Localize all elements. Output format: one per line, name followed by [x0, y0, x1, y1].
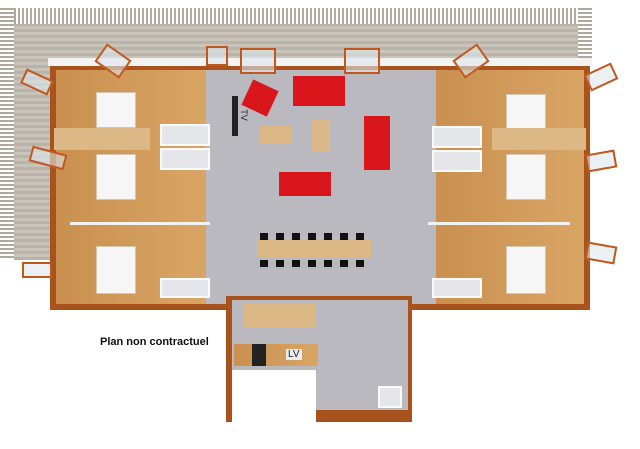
stove	[252, 344, 266, 366]
terrace-railing-top	[0, 8, 592, 24]
shower	[378, 386, 402, 408]
kitchen-counter	[234, 344, 318, 366]
bed-left-top	[96, 92, 136, 128]
lower-wing-bottom	[318, 410, 406, 420]
wardrobe-right	[492, 128, 586, 150]
bathtub-right-3	[432, 278, 482, 298]
bed-right-bottom	[506, 246, 546, 294]
coffee-table-right	[312, 120, 330, 152]
sofa-bottom	[279, 172, 331, 196]
bed-right-middle	[506, 154, 546, 200]
sofa-right	[364, 116, 390, 170]
disclaimer-text: Plan non contractuel	[100, 336, 209, 348]
dishwasher-label: LV	[286, 349, 302, 360]
window-right-2	[584, 149, 618, 173]
window-top-1	[240, 48, 276, 74]
bed-left-middle	[96, 154, 136, 200]
tv-unit	[232, 96, 238, 136]
bathtub-left-1	[160, 124, 210, 146]
window-top-3	[206, 46, 228, 66]
window-left-3	[22, 262, 52, 278]
terrace-railing-right	[578, 8, 592, 68]
exterior-wall-top	[48, 58, 592, 66]
bathtub-right-1	[432, 126, 482, 148]
wardrobe-left	[54, 128, 150, 150]
partition-left	[70, 222, 210, 225]
kitchen-island	[244, 304, 316, 328]
bathtub-left-2	[160, 148, 210, 170]
tv-label: TV	[238, 109, 249, 121]
bathtub-right-2	[432, 150, 482, 172]
sofa-top	[293, 76, 345, 106]
lower-wing-blank	[232, 370, 316, 430]
terrace-railing-left	[0, 8, 14, 260]
dining-chairs	[260, 233, 368, 267]
coffee-table-left	[260, 126, 292, 144]
bed-left-bottom	[96, 246, 136, 294]
bed-right-top	[506, 94, 546, 130]
partition-right	[428, 222, 570, 225]
bathtub-left-3	[160, 278, 210, 298]
window-top-2	[344, 48, 380, 74]
